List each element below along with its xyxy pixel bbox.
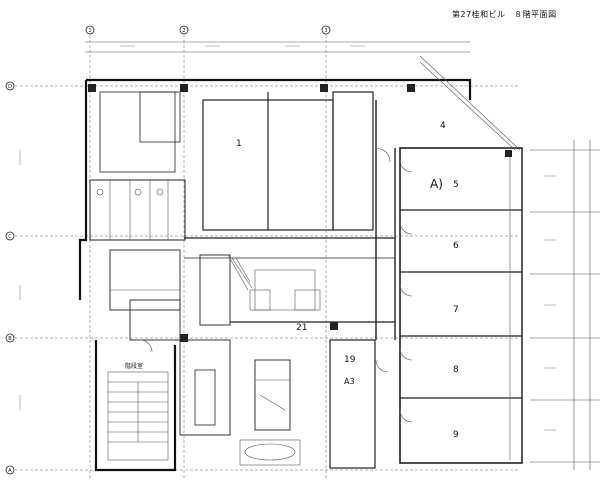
lower-room-west xyxy=(179,339,231,436)
plan-title: 第27桂和ビル ８階平面図 xyxy=(452,10,557,19)
room-19-outline xyxy=(329,339,376,469)
elevator-shaft xyxy=(199,254,231,326)
grid-row-label-b: B xyxy=(8,336,12,342)
marker-a-main: A) xyxy=(430,177,443,191)
grid-row-label-a: A xyxy=(8,468,12,474)
diagonal-boundary xyxy=(419,55,521,151)
east-wing-outline xyxy=(399,147,523,464)
grid-col-label-3: 3 xyxy=(324,28,327,34)
room-label-21: 21 xyxy=(296,323,307,333)
marker-a-small: A3 xyxy=(344,377,355,386)
outer-wall-left xyxy=(78,80,88,300)
room-label-6: 6 xyxy=(453,241,459,251)
stair-enclosure xyxy=(94,340,177,472)
column xyxy=(320,84,328,92)
stair-treads xyxy=(107,371,169,461)
grid-col-marker-3: 3 xyxy=(321,25,331,35)
grid-col-marker-1: 1 xyxy=(85,25,95,35)
grid-row-marker-a: A xyxy=(5,465,15,475)
outer-wall-top xyxy=(86,78,472,100)
room-label-8: 8 xyxy=(453,365,459,375)
grid-row-marker-c: C xyxy=(5,231,15,241)
room-label-19: 19 xyxy=(344,355,356,365)
room-label-1: 1 xyxy=(236,139,242,149)
room-label-5: 5 xyxy=(453,180,459,190)
lower-room-center xyxy=(254,359,291,431)
toilet-core xyxy=(89,179,186,241)
room-label-4: 4 xyxy=(440,121,446,131)
grid-row-marker-b: B xyxy=(5,333,15,343)
grid-row-label-d: D xyxy=(8,84,12,90)
service-room xyxy=(109,249,181,311)
grid-col-marker-2: 2 xyxy=(179,25,189,35)
room-label-7: 7 xyxy=(453,305,459,315)
door-swing xyxy=(375,147,391,163)
stair-label: 階段室 xyxy=(125,362,143,370)
grid-row-marker-d: D xyxy=(5,81,15,91)
grid-row-label-c: C xyxy=(8,234,12,240)
room-label-9: 9 xyxy=(453,430,459,440)
grid-col-label-1: 1 xyxy=(88,28,91,34)
grid-col-label-2: 2 xyxy=(182,28,185,34)
